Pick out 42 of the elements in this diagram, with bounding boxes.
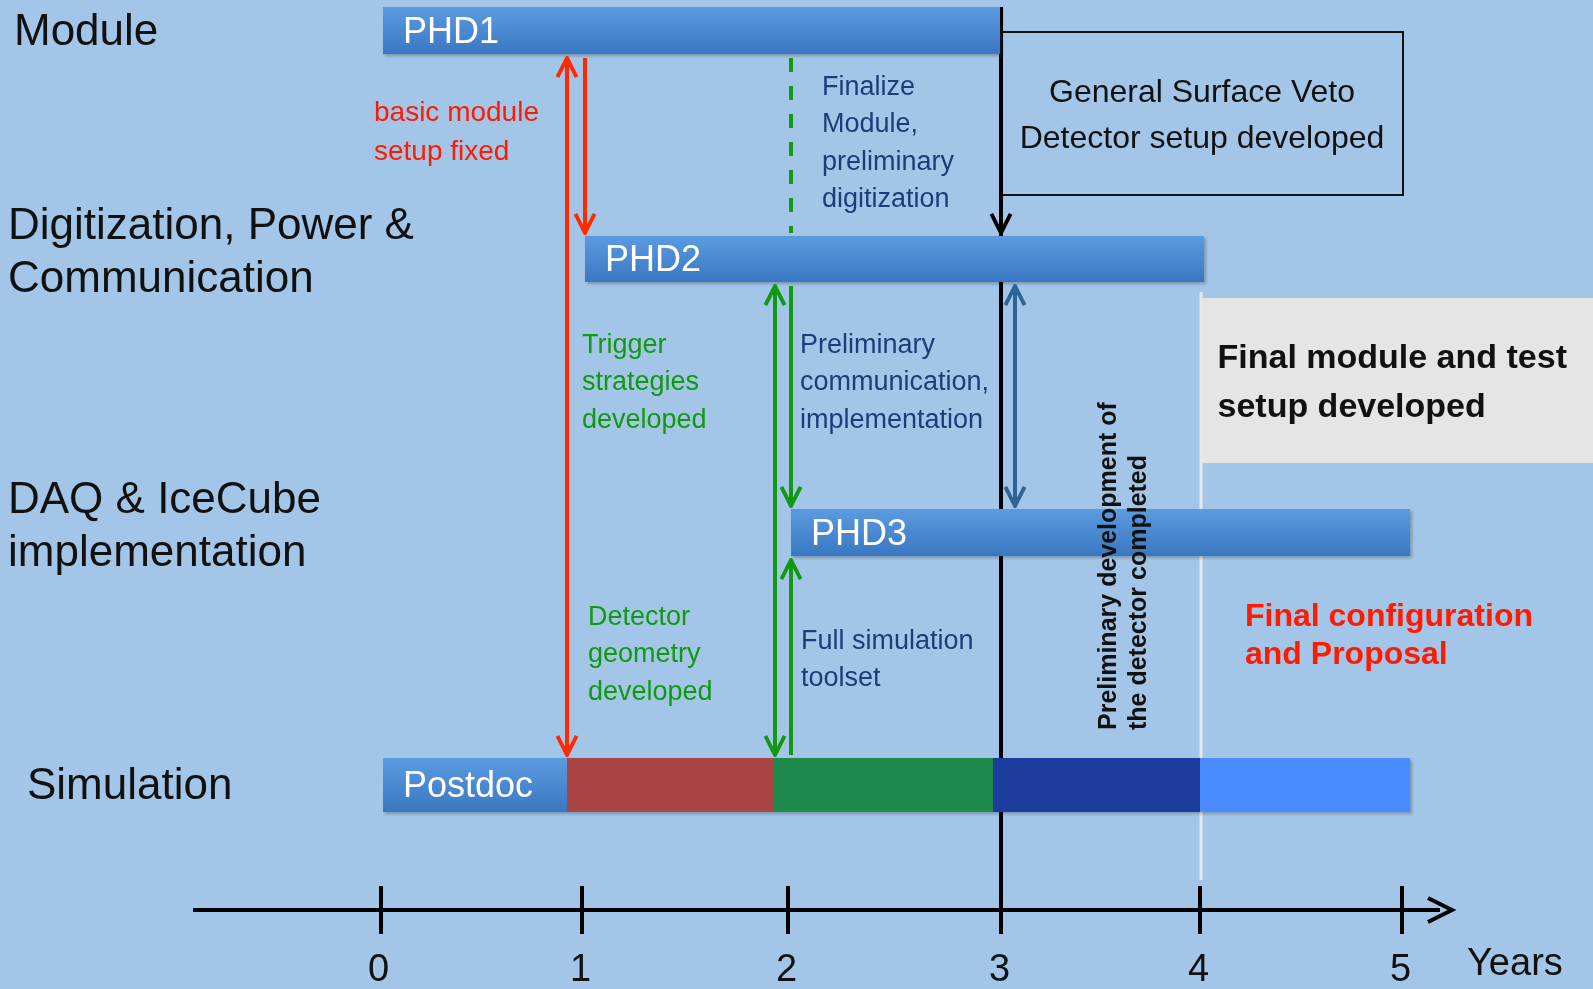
row-label: Digitization, Power & Communication bbox=[8, 198, 415, 303]
connector-line bbox=[789, 58, 793, 233]
timeline-bar bbox=[383, 7, 1000, 54]
row-label: DAQ & IceCube implementation bbox=[8, 472, 323, 577]
timeline-segment bbox=[993, 758, 1200, 812]
timeline-segment bbox=[1200, 758, 1410, 812]
timeline-bar bbox=[585, 236, 1204, 282]
arrow bbox=[1003, 284, 1027, 508]
tick-label: 5 bbox=[1390, 946, 1412, 989]
milestone-text: Detector geometry developed bbox=[588, 600, 714, 708]
note-text: Final module and test setup developed bbox=[1217, 335, 1568, 426]
bar-label: Postdoc bbox=[403, 764, 534, 806]
row-label: Module bbox=[14, 4, 160, 56]
row-label: Simulation bbox=[27, 758, 234, 810]
bar-label: PHD2 bbox=[605, 238, 702, 280]
arrow bbox=[989, 58, 1013, 235]
milestone-text: Preliminary development of the detector completed bbox=[1092, 401, 1152, 730]
milestone-text: Final configuration and Proposal bbox=[1245, 596, 1534, 673]
timeline-segment bbox=[774, 758, 993, 812]
note-box bbox=[1000, 31, 1404, 196]
tick-label: 3 bbox=[989, 946, 1011, 989]
tick-label: 0 bbox=[368, 946, 390, 989]
tick-label: 1 bbox=[570, 946, 592, 989]
arrow bbox=[779, 558, 803, 755]
tick-label: 2 bbox=[776, 946, 798, 989]
milestone-text: Trigger strategies developed bbox=[582, 328, 708, 436]
bar-label: PHD3 bbox=[811, 511, 908, 554]
arrow bbox=[763, 284, 787, 757]
note-text: General Surface Veto Detector setup developed bbox=[1018, 71, 1386, 157]
timeline-bar bbox=[383, 758, 567, 812]
tick-label: 4 bbox=[1188, 946, 1210, 989]
arrow bbox=[779, 286, 803, 508]
milestone-text: basic module setup fixed bbox=[374, 95, 540, 168]
milestone-text: Preliminary communication, implementation bbox=[800, 328, 991, 436]
timeline-segment bbox=[567, 758, 774, 812]
milestone-text: Finalize Module, preliminary digitization bbox=[822, 70, 956, 215]
bar-label: PHD1 bbox=[403, 9, 500, 52]
axis-title: Years bbox=[1467, 940, 1563, 985]
arrow bbox=[573, 58, 597, 235]
note-box bbox=[1202, 298, 1593, 463]
milestone-text: Full simulation toolset bbox=[801, 624, 975, 695]
arrow bbox=[555, 56, 579, 757]
